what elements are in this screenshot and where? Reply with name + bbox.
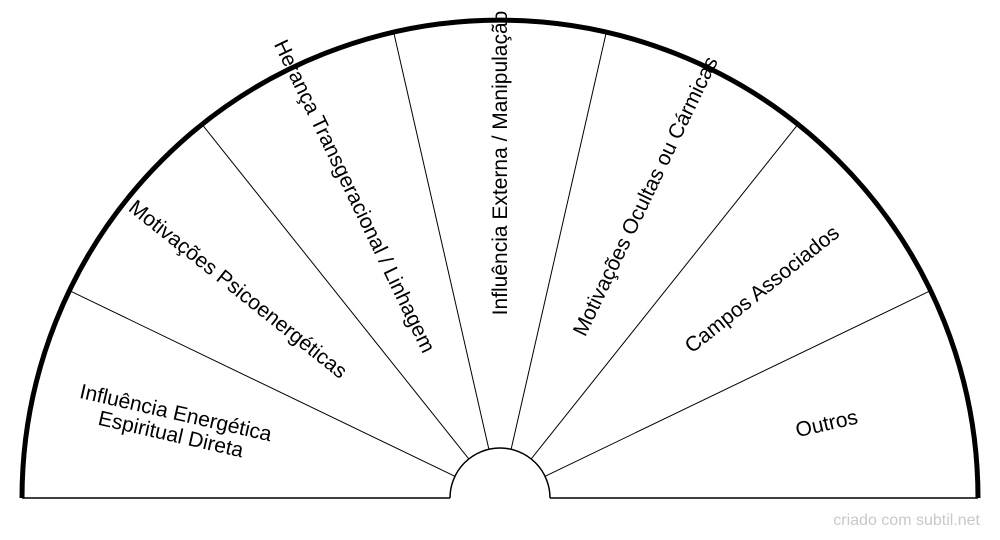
segment-dividers (69, 31, 931, 477)
segment-label: Influência EnergéticaEspiritual Direta (73, 380, 275, 468)
segment-label: Herança Transgeracional / Linhagem (270, 36, 440, 356)
segment-label-line: Influência Externa / Manipulação (489, 11, 512, 316)
segment-divider (69, 290, 456, 477)
segment-label-line: Motivações Psicoenergéticas (125, 195, 352, 383)
segment-labels: Influência EnergéticaEspiritual DiretaMo… (73, 11, 860, 468)
segment-divider (201, 123, 470, 460)
segment-divider (510, 31, 607, 450)
footer-credit: criado com subtil.net (833, 512, 980, 529)
segment-label-group: Outros (793, 405, 860, 441)
segment-label: Influência Externa / Manipulação (489, 11, 512, 316)
segment-divider (393, 31, 490, 450)
segment-divider (544, 290, 931, 477)
segment-label-line: Outros (793, 405, 860, 441)
segment-label-group: Influência Externa / Manipulação (489, 11, 512, 316)
inner-arc (449, 447, 551, 499)
segment-label-group: Herança Transgeracional / Linhagem (270, 36, 440, 356)
segment-divider (530, 123, 799, 460)
segment-label-group: Influência EnergéticaEspiritual Direta (73, 380, 275, 468)
outer-arc (19, 17, 981, 499)
segment-label: Outros (793, 405, 860, 441)
segment-label-line: Herança Transgeracional / Linhagem (270, 36, 440, 356)
segment-label-group: Motivações Psicoenergéticas (125, 195, 352, 383)
segment-label: Motivações Psicoenergéticas (125, 195, 352, 383)
